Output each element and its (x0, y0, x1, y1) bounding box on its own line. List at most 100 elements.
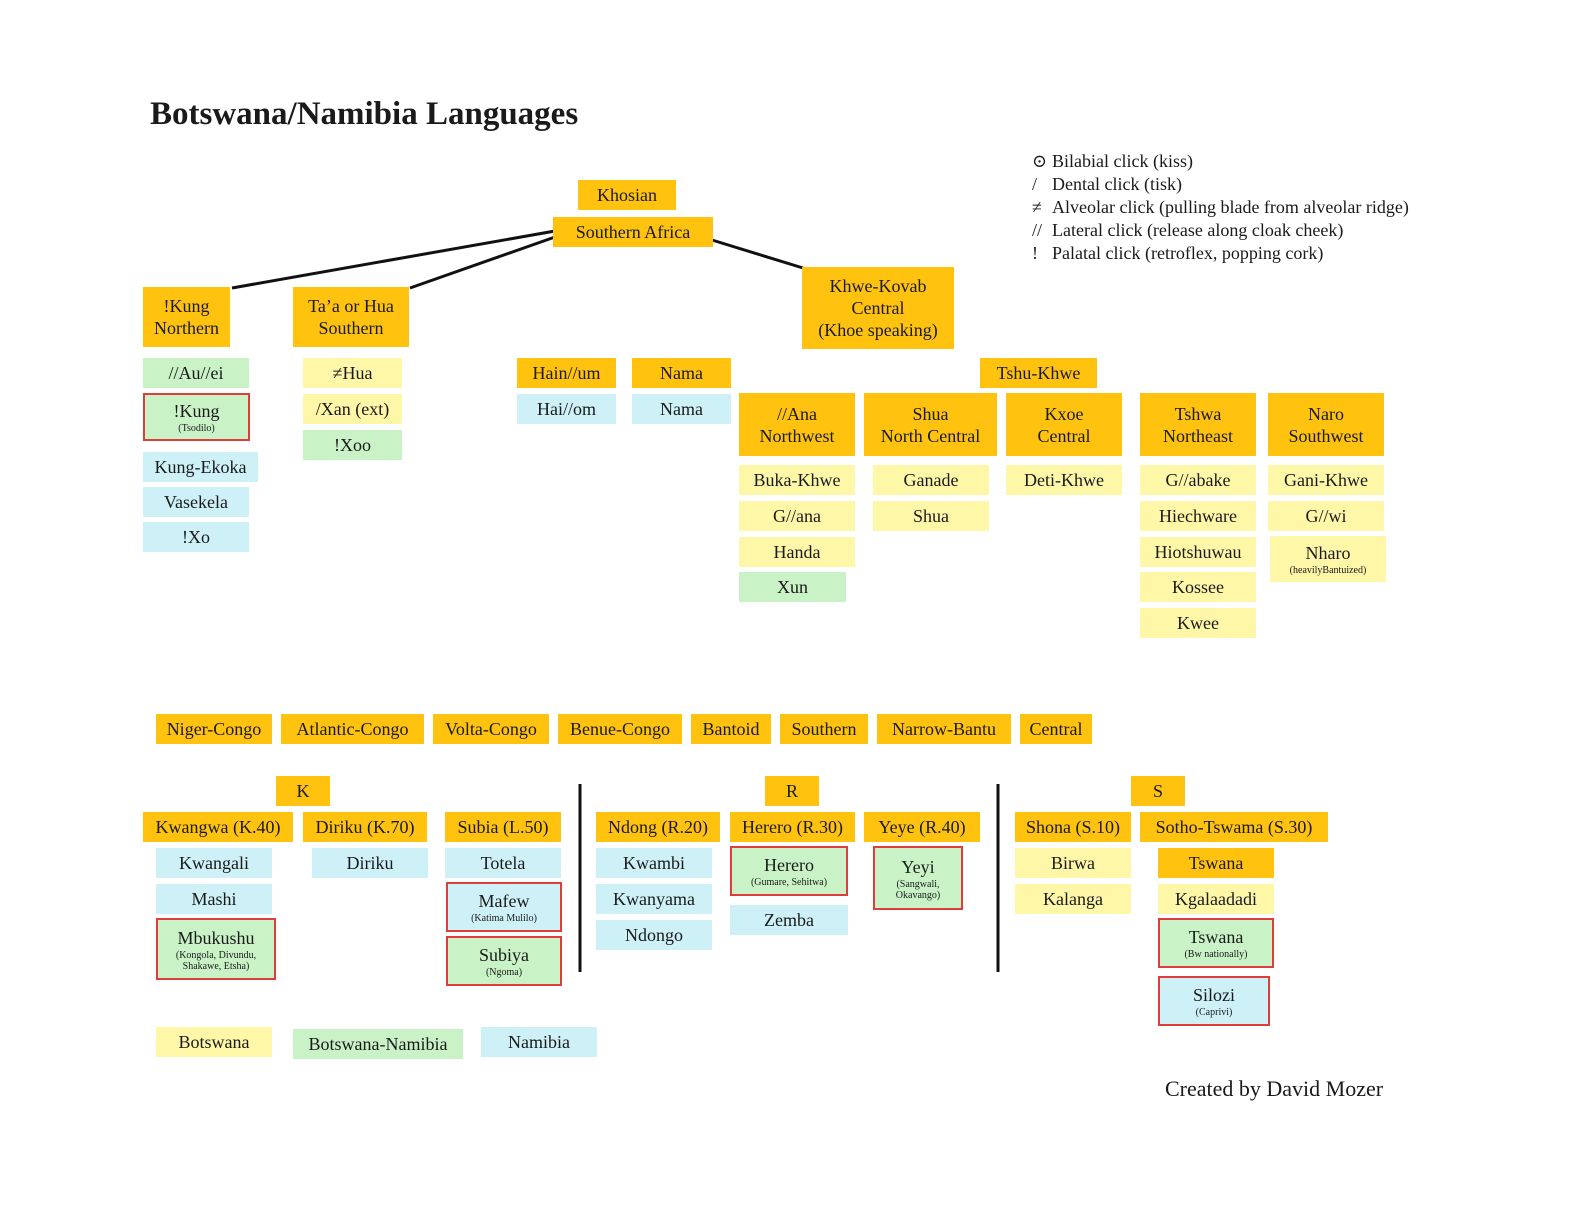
lang-kung-tsodilo: !Kung (Tsodilo) (143, 393, 250, 441)
node-label: Ta’a or Hua (308, 296, 394, 316)
node-label: Southwest (1288, 425, 1364, 446)
legend-item: ⊙Bilabial click (kiss) (1032, 150, 1409, 173)
node-label: Northeast (1163, 425, 1233, 446)
legend-text: Dental click (tisk) (1052, 174, 1182, 194)
node-tshu-khwe: Tshu-Khwe (980, 358, 1097, 388)
group-herero: Herero (R.30) (730, 812, 855, 842)
lang-note: (Bw nationally) (1184, 948, 1248, 960)
lang-kwanyama: Kwanyama (596, 884, 712, 914)
lang-location: (Sangwali, Okavango) (895, 878, 941, 901)
credit-text: Created by David Mozer (1165, 1076, 1384, 1101)
node-nama: Nama (632, 358, 731, 388)
lang-totela: Totela (445, 848, 561, 878)
node-label: Southern (318, 318, 384, 338)
node-label: Central (851, 298, 905, 318)
node-khoisan: Khosian (578, 180, 676, 210)
node-taa-southern: Ta’a or Hua Southern (293, 287, 409, 347)
chain-atlantic-congo: Atlantic-Congo (281, 714, 424, 744)
lang-shua: Shua (873, 501, 989, 531)
group-subia: Subia (L.50) (445, 812, 561, 842)
node-label: !Kung (163, 296, 210, 316)
group-sotho-tswama: Sotho-Tswama (S.30) (1140, 812, 1328, 842)
legend-text: Palatal click (retroflex, popping cork) (1052, 243, 1324, 263)
node-khwe-kovab-central: Khwe-Kovab Central (Khoe speaking) (802, 267, 954, 349)
legend-symbol: // (1032, 220, 1043, 240)
legend-symbol: ! (1032, 243, 1038, 263)
group-shona: Shona (S.10) (1015, 812, 1131, 842)
legend-text: Lateral click (release along cloak cheek… (1052, 220, 1344, 240)
lang-auei: //Au//ei (143, 358, 249, 388)
lang-location: (Kongola, Divundu, Shakawe, Etsha) (175, 949, 257, 972)
key-botswana-namibia: Botswana-Namibia (293, 1029, 463, 1059)
click-legend: ⊙Bilabial click (kiss) /Dental click (ti… (1032, 150, 1409, 265)
lang-name: Silozi (1192, 984, 1235, 1005)
node-tshwa-northeast: Tshwa Northeast (1140, 393, 1256, 456)
lang-kgalaadadi: Kgalaadadi (1158, 884, 1274, 914)
legend-text: Bilabial click (kiss) (1052, 151, 1193, 171)
lang-hiotshuwau: Hiotshuwau (1140, 537, 1256, 567)
lang-gwi: G//wi (1268, 501, 1384, 531)
lang-location: (Tsodilo) (178, 422, 215, 434)
lang-location: (Caprivi) (1195, 1006, 1233, 1018)
legend-item: /Dental click (tisk) (1032, 173, 1409, 196)
group-diriku: Diriku (K.70) (303, 812, 427, 842)
lang-herero: Herero (Gumare, Sehitwa) (730, 846, 848, 896)
chain-volta-congo: Volta-Congo (433, 714, 549, 744)
lang-deti-khwe: Deti-Khwe (1006, 465, 1122, 495)
lang-nama: Nama (632, 394, 731, 424)
lang-name: Yeyi (901, 856, 935, 877)
lang-kalanga: Kalanga (1015, 884, 1131, 914)
chain-central: Central (1020, 714, 1092, 744)
lang-tswana: Tswana (1158, 848, 1274, 878)
connector-taa (409, 235, 556, 290)
zone-r: R (765, 776, 819, 806)
lang-gana: G//ana (739, 501, 855, 531)
node-label: Kxoe (1044, 403, 1084, 424)
lang-nharo: Nharo (heavilyBantuized) (1270, 536, 1386, 582)
lang-location: (Ngoma) (485, 966, 523, 978)
chain-niger-congo: Niger-Congo (156, 714, 272, 744)
lang-gani-khwe: Gani-Khwe (1268, 465, 1384, 495)
lang-ganade: Ganade (873, 465, 989, 495)
node-label: Central (1037, 425, 1091, 446)
key-botswana: Botswana (156, 1027, 272, 1057)
lang-vasekela: Vasekela (143, 487, 249, 517)
node-label: North Central (880, 425, 981, 446)
connector-khwe (711, 238, 804, 270)
group-kwangwa: Kwangwa (K.40) (143, 812, 293, 842)
lang-hua: ≠Hua (303, 358, 402, 388)
lang-name: Subiya (478, 944, 529, 965)
lang-kwangali: Kwangali (156, 848, 272, 878)
chain-southern: Southern (780, 714, 868, 744)
node-shua-north-central: Shua North Central (864, 393, 997, 456)
page-title: Botswana/Namibia Languages (150, 96, 579, 132)
node-label: Northwest (759, 425, 835, 446)
chain-benue-congo: Benue-Congo (558, 714, 682, 744)
node-kxoe-central: Kxoe Central (1006, 393, 1122, 456)
lang-yeyi: Yeyi (Sangwali, Okavango) (873, 846, 963, 910)
lang-xun: Xun (739, 572, 846, 602)
lang-name: Tswana (1188, 926, 1244, 947)
zone-k: K (276, 776, 330, 806)
legend-symbol: ≠ (1032, 197, 1042, 217)
group-ndong: Ndong (R.20) (596, 812, 720, 842)
lang-name: Mafew (478, 890, 530, 911)
lang-name: !Kung (173, 400, 220, 421)
zone-s: S (1131, 776, 1185, 806)
lang-kung-ekoka: Kung-Ekoka (143, 452, 258, 482)
lang-xoo: !Xoo (303, 430, 402, 460)
node-naro-southwest: Naro Southwest (1268, 393, 1384, 456)
lang-handa: Handa (739, 537, 855, 567)
lang-gabake: G//abake (1140, 465, 1256, 495)
lang-kwambi: Kwambi (596, 848, 712, 878)
node-southern-africa: Southern Africa (553, 217, 713, 247)
connector-kung (231, 229, 556, 290)
lang-kwee: Kwee (1140, 608, 1256, 638)
lang-mafew: Mafew (Katima Mulilo) (446, 882, 562, 932)
lang-mashi: Mashi (156, 884, 272, 914)
lang-tswana-national: Tswana (Bw nationally) (1158, 918, 1274, 968)
lang-subiya: Subiya (Ngoma) (446, 936, 562, 986)
node-ana-northwest: //Ana Northwest (739, 393, 855, 456)
lang-zemba: Zemba (730, 905, 848, 935)
node-label: Northern (154, 318, 219, 338)
